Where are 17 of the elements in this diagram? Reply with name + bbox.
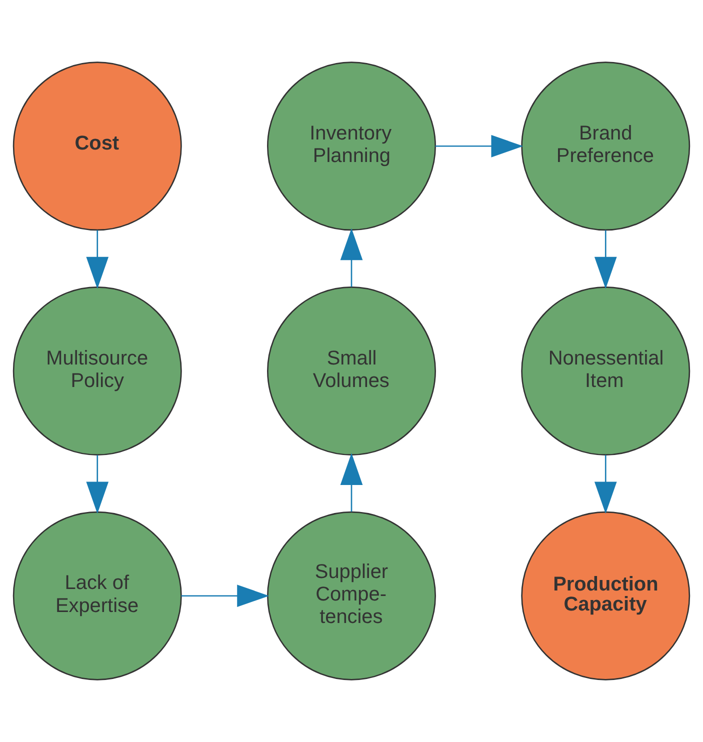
arrow	[594, 230, 617, 289]
node-circle: Nonessential Item	[521, 286, 690, 456]
node-circle: Small Volumes	[267, 286, 436, 456]
node-circle: Cost	[12, 62, 182, 231]
arrow	[181, 584, 270, 608]
arrow	[340, 453, 363, 512]
arrow	[435, 134, 524, 158]
arrow	[86, 230, 109, 289]
node-circle: Supplier Compe- tencies	[267, 511, 436, 680]
arrow	[594, 455, 617, 514]
node-circle: Production Capacity	[521, 511, 690, 680]
node-circle: Inventory Planning	[267, 62, 436, 231]
node-circle: Lack of Expertise	[12, 511, 182, 680]
arrow	[86, 455, 109, 514]
node-circle: Brand Preference	[521, 62, 690, 231]
arrow	[340, 228, 363, 287]
node-circle: Multisource Policy	[12, 286, 182, 456]
